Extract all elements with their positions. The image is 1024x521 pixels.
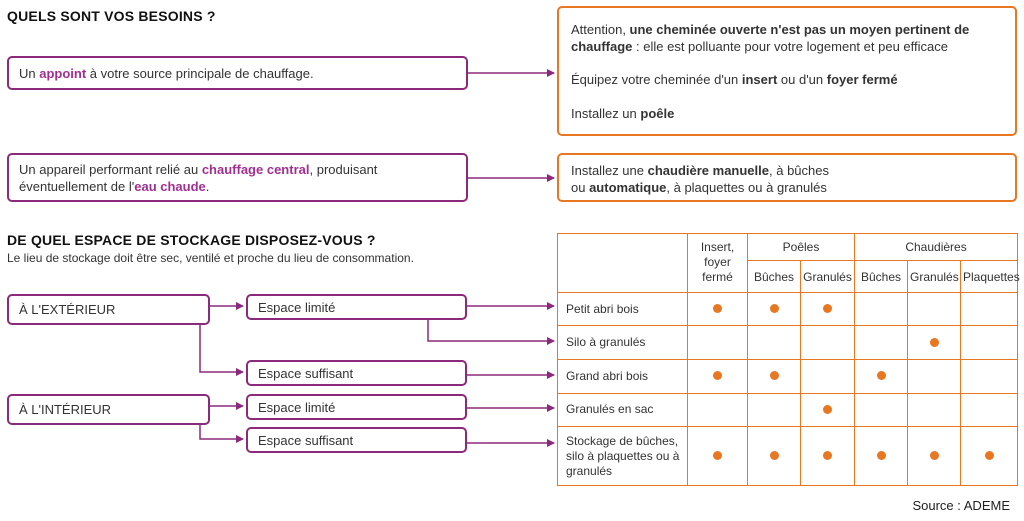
- heating-storage-table: Insert, foyer fermé Poêles Chaudières Bû…: [557, 232, 1020, 486]
- row-label: Stockage de bûches, silo à plaquettes ou…: [557, 426, 688, 486]
- table-cell: [747, 325, 801, 360]
- space-ext-sufficient-label: Espace suffisant: [258, 365, 354, 381]
- suitability-dot: [876, 371, 886, 381]
- needs-heading: QUELS SONT VOS BESOINS ?: [7, 8, 216, 24]
- table-cell: [907, 325, 962, 360]
- location-interior: À L'INTÉRIEUR: [7, 394, 210, 425]
- table-cell: [687, 291, 748, 327]
- need-box-central-heating-text: Un appareil performant relié au chauffag…: [19, 161, 378, 194]
- table-cell: [687, 426, 748, 486]
- header-poeles: Poêles: [746, 232, 856, 262]
- location-interior-label: À L'INTÉRIEUR: [19, 402, 112, 417]
- subheader-poele-buches: Bûches: [747, 260, 801, 293]
- table-cell: [854, 392, 909, 428]
- space-int-sufficient: Espace suffisant: [246, 427, 467, 453]
- table-cell: [799, 358, 856, 394]
- need-box-appoint-text: Un appoint à votre source principale de …: [19, 65, 314, 81]
- table-cell: [960, 358, 1019, 394]
- table-cell: [799, 392, 856, 428]
- row-label: Granulés en sac: [557, 392, 688, 428]
- table-row: Grand abri bois: [557, 358, 1019, 394]
- space-ext-limited-label: Espace limité: [258, 299, 336, 315]
- advice-box-appoint: Attention, une cheminée ouverte n'est pa…: [557, 6, 1017, 136]
- storage-subtitle: Le lieu de stockage doit être sec, venti…: [7, 251, 414, 265]
- table-cell: [960, 325, 1019, 360]
- suitability-dot: [713, 304, 722, 314]
- advice-chaudiere-line2: ou automatique, à plaquettes ou à granul…: [571, 180, 827, 195]
- subheader-poele-granules: Granulés: [799, 260, 856, 293]
- space-int-sufficient-label: Espace suffisant: [258, 432, 354, 448]
- table-cell: [960, 291, 1019, 327]
- suitability-dot: [929, 451, 939, 461]
- table-row: Petit abri bois: [557, 291, 1019, 327]
- suitability-dot: [823, 304, 832, 314]
- space-ext-sufficient: Espace suffisant: [246, 360, 467, 386]
- location-exterior-label: À L'EXTÉRIEUR: [19, 302, 116, 317]
- arrow-int-sufficient: [199, 425, 244, 443]
- row-label: Grand abri bois: [557, 358, 688, 394]
- table-cell: [687, 358, 748, 394]
- advice-poele: Installez un poêle: [571, 106, 675, 121]
- suitability-dot: [769, 304, 779, 314]
- need-box-appoint: Un appoint à votre source principale de …: [7, 56, 468, 90]
- need-box-central-heating: Un appareil performant relié au chauffag…: [7, 153, 468, 202]
- table-cell: [687, 392, 748, 428]
- table-cell: [907, 358, 962, 394]
- advice-chimney-warning: Attention, une cheminée ouverte n'est pa…: [571, 22, 970, 54]
- suitability-dot: [769, 451, 779, 461]
- suitability-dot: [876, 451, 886, 461]
- table-cell: [747, 291, 801, 327]
- table-row: Granulés en sac: [557, 392, 1019, 428]
- table-cell: [854, 426, 909, 486]
- suitability-dot: [929, 337, 939, 347]
- subheader-chaudiere-plaquettes: Plaquettes: [960, 260, 1020, 293]
- arrow-to-silo: [427, 320, 555, 345]
- storage-heading: DE QUEL ESPACE DE STOCKAGE DISPOSEZ-VOUS…: [7, 232, 376, 248]
- suitability-dot: [713, 451, 722, 461]
- advice-box-central: Installez une chaudière manuelle, à bûch…: [557, 153, 1017, 202]
- subheader-chaudiere-granules: Granulés: [907, 260, 962, 293]
- table-cell: [799, 291, 856, 327]
- location-exterior: À L'EXTÉRIEUR: [7, 294, 210, 325]
- arrow-ext-sufficient: [199, 325, 244, 376]
- table-cell: [799, 426, 856, 486]
- table-cell: [747, 392, 801, 428]
- suitability-dot: [823, 451, 832, 461]
- table-row: Stockage de bûches, silo à plaquettes ou…: [557, 426, 1019, 486]
- table-cell: [907, 426, 962, 486]
- table-cell: [907, 291, 962, 327]
- table-cell: [960, 426, 1019, 486]
- advice-insert: Équipez votre cheminée d'un insert ou d'…: [571, 72, 898, 87]
- table-cell: [854, 325, 909, 360]
- row-label: Silo à granulés: [557, 325, 688, 360]
- header-chaudieres: Chaudières: [854, 232, 1019, 262]
- table-cell: [854, 291, 909, 327]
- row-label: Petit abri bois: [557, 291, 688, 327]
- table-cell: [960, 392, 1019, 428]
- suitability-dot: [713, 371, 722, 381]
- table-corner: [557, 233, 688, 293]
- table-cell: [854, 358, 909, 394]
- table-cell: [687, 325, 748, 360]
- table-cell: [747, 358, 801, 394]
- suitability-dot: [769, 371, 779, 381]
- table-cell: [799, 325, 856, 360]
- space-int-limited: Espace limité: [246, 394, 467, 420]
- header-insert: Insert, foyer fermé: [687, 233, 748, 293]
- table-cell: [747, 426, 801, 486]
- subheader-chaudiere-buches: Bûches: [854, 260, 909, 293]
- suitability-dot: [823, 404, 832, 414]
- suitability-dot: [984, 451, 994, 461]
- space-int-limited-label: Espace limité: [258, 399, 336, 415]
- advice-chaudiere-line1: Installez une chaudière manuelle, à bûch…: [571, 163, 829, 178]
- source-credit: Source : ADEME: [912, 498, 1010, 513]
- space-ext-limited: Espace limité: [246, 294, 467, 320]
- table-cell: [907, 392, 962, 428]
- table-row: Silo à granulés: [557, 325, 1019, 360]
